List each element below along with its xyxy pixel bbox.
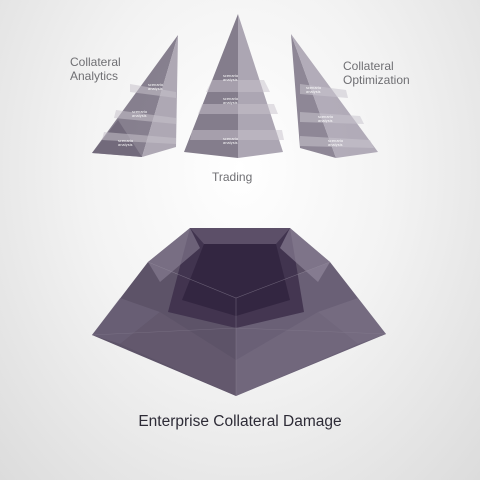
svg-text:scenario: scenario [318, 115, 333, 119]
svg-text:analysis: analysis [223, 78, 238, 82]
left-pyramid: scenario analysis scenario analysis scen… [92, 35, 178, 157]
svg-text:analysis: analysis [118, 143, 133, 147]
svg-text:scenario: scenario [132, 110, 147, 114]
svg-text:analysis: analysis [306, 90, 321, 94]
svg-text:analysis: analysis [148, 87, 163, 91]
svg-text:scenario: scenario [148, 83, 163, 87]
center-pyramid: scenario analysis scenario analysis scen… [184, 14, 284, 158]
svg-text:analysis: analysis [223, 141, 238, 145]
svg-text:scenario: scenario [328, 139, 343, 143]
svg-text:analysis: analysis [318, 119, 333, 123]
diagram-title: Enterprise Collateral Damage [138, 413, 342, 430]
collateral-analytics-label: Collateral Analytics [70, 55, 121, 83]
svg-text:analysis: analysis [223, 101, 238, 105]
right-pyramid: scenario analysis scenario analysis scen… [291, 34, 378, 158]
svg-text:scenario: scenario [306, 86, 321, 90]
collateral-optimization-label: Collateral Optimization [343, 59, 410, 87]
trading-label: Trading [212, 170, 253, 184]
svg-text:scenario: scenario [223, 74, 238, 78]
svg-text:scenario: scenario [223, 97, 238, 101]
enterprise-frustum [91, 228, 387, 396]
svg-text:scenario: scenario [223, 137, 238, 141]
svg-text:scenario: scenario [118, 139, 133, 143]
svg-text:analysis: analysis [328, 143, 343, 147]
svg-text:analysis: analysis [132, 114, 147, 118]
